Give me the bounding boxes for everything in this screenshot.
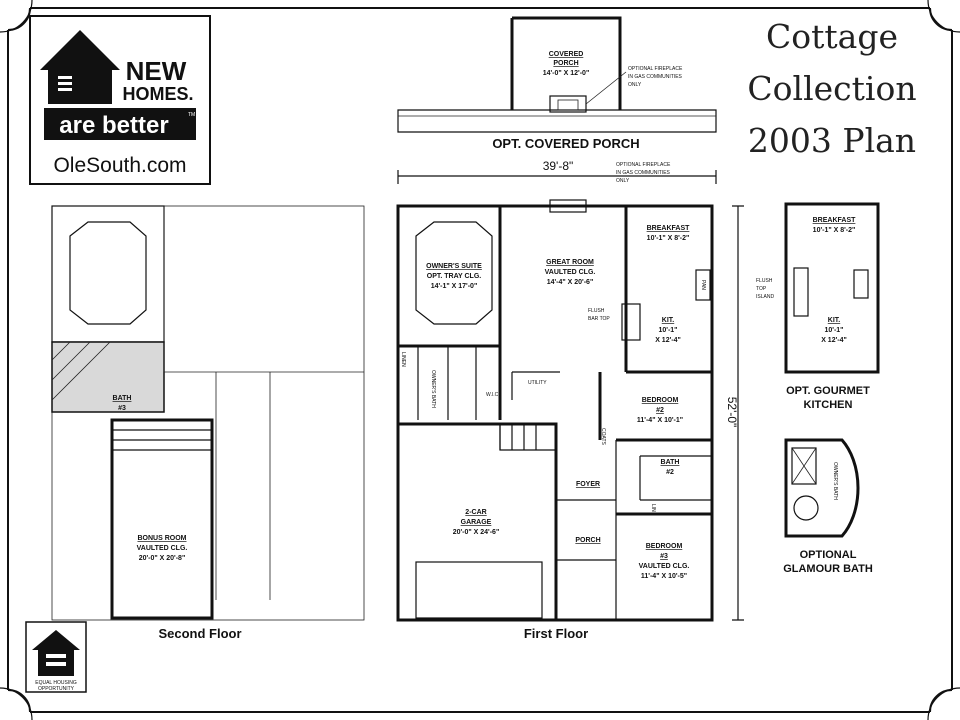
- equal-housing-logo: EQUAL HOUSING OPPORTUNITY: [25, 621, 87, 693]
- bedroom-3-size: 11'-4" X 10'-5": [641, 573, 687, 580]
- gourmet-island-2: TOP: [756, 286, 767, 292]
- breakfast-size: 10'-1" X 8'-2": [647, 235, 690, 242]
- first-floor-plan: OWNER'S SUITE OPT. TRAY CLG. 14'-1" X 17…: [396, 199, 714, 641]
- bath-2-label: BATH: [661, 459, 680, 466]
- owners-bath-label: OWNER'S BATH: [430, 370, 436, 408]
- utility-label: UTILITY: [528, 380, 547, 386]
- porch-label: PORCH: [575, 537, 600, 544]
- covered-porch-label-1: COVERED: [549, 51, 584, 58]
- gourmet-kitchen-label: KIT.: [828, 317, 841, 324]
- main-fireplace-note-1: OPTIONAL FIREPLACE: [616, 162, 671, 168]
- gourmet-kitchen-option: BREAKFAST 10'-1" X 8'-2" KIT. 10'-1" X 1…: [756, 202, 880, 411]
- logo-new-text: NEW: [126, 56, 187, 86]
- bedroom-2-size: 11'-4" X 10'-1": [637, 417, 683, 424]
- second-floor-caption: Second Floor: [158, 626, 241, 641]
- bonus-room-size: 20'-0" X 20'-8": [139, 555, 186, 562]
- pantry-label: PAN: [700, 280, 706, 290]
- plan-title: Cottage Collection 2003 Plan: [747, 17, 916, 160]
- depth-dimension: 52'-0": [725, 205, 744, 621]
- flush-bar-top-1: FLUSH: [588, 308, 605, 314]
- logo-website: OleSouth.com: [53, 154, 186, 177]
- bedroom-2-number: #2: [656, 407, 664, 414]
- width-dimension: 39'-8" OPTIONAL FIREPLACE IN GAS COMMUNI…: [397, 159, 717, 184]
- great-room-note: VAULTED CLG.: [545, 269, 596, 276]
- kitchen-size-2: X 12'-4": [655, 337, 681, 344]
- gourmet-breakfast-label: BREAKFAST: [813, 217, 857, 224]
- gourmet-caption-1: OPT. GOURMET: [786, 385, 870, 397]
- wic-label: W.I.C.: [486, 392, 500, 398]
- linen-label: LINEN: [400, 352, 406, 367]
- breakfast-label: BREAKFAST: [647, 225, 691, 232]
- great-room-label: GREAT ROOM: [546, 259, 594, 266]
- gourmet-kitchen-size-1: 10'-1": [825, 327, 844, 334]
- owners-suite-note: OPT. TRAY CLG.: [427, 273, 482, 280]
- second-floor-plan: BATH #3 BONUS ROOM VAULTED CLG. 20'-0" X…: [51, 205, 365, 641]
- kitchen-label: KIT.: [662, 317, 675, 324]
- logo-tm: TM: [188, 112, 195, 118]
- owners-suite-label: OWNER'S SUITE: [426, 263, 482, 270]
- glamour-owners-bath-label: OWNER'S BATH: [832, 462, 838, 500]
- bonus-room-note: VAULTED CLG.: [137, 545, 188, 552]
- flush-bar-top-2: BAR TOP: [588, 316, 610, 322]
- new-homes-logo: NEW HOMES. are better TM OleSouth.com: [29, 15, 211, 185]
- logo-homes-text: HOMES.: [122, 84, 193, 104]
- gourmet-island-1: FLUSH: [756, 278, 773, 284]
- kitchen-size-1: 10'-1": [659, 327, 678, 334]
- foyer-label: FOYER: [576, 481, 600, 488]
- width-dimension-text: 39'-8": [543, 159, 574, 173]
- main-fireplace-note-3: ONLY: [616, 178, 630, 184]
- garage-size: 20'-0" X 24'-6": [453, 529, 500, 536]
- bedroom-3-label: BEDROOM: [646, 543, 683, 550]
- house-icon: [40, 30, 120, 104]
- title-line-1: Cottage: [766, 17, 898, 56]
- covered-porch-option: COVERED PORCH 14'-0" X 12'-0" OPTIONAL F…: [397, 16, 717, 151]
- covered-porch-size: 14'-0" X 12'-0": [543, 70, 590, 77]
- bath-3-label: BATH: [113, 395, 132, 402]
- title-line-2: Collection: [747, 69, 916, 108]
- garage-label-2: GARAGE: [461, 519, 492, 526]
- title-line-3: 2003 Plan: [748, 121, 916, 160]
- great-room-size: 14'-4" X 20'-6": [547, 279, 594, 286]
- first-floor-caption: First Floor: [524, 626, 588, 641]
- bath-2-number: #2: [666, 469, 674, 476]
- covered-porch-caption: OPT. COVERED PORCH: [492, 136, 639, 151]
- glamour-caption-2: GLAMOUR BATH: [783, 563, 873, 575]
- equal-housing-line-2: OPPORTUNITY: [38, 686, 75, 692]
- logo-tagline: are better: [59, 112, 168, 139]
- bedroom-3-number: #3: [660, 553, 668, 560]
- garage-label-1: 2-CAR: [465, 509, 486, 516]
- gourmet-breakfast-size: 10'-1" X 8'-2": [813, 227, 856, 234]
- lin-label: LIN: [650, 504, 656, 512]
- covered-porch-label-2: PORCH: [553, 60, 578, 67]
- bath-3-number: #3: [118, 405, 126, 412]
- bonus-room-label: BONUS ROOM: [138, 535, 187, 542]
- bedroom-3-note: VAULTED CLG.: [639, 563, 690, 570]
- equal-housing-line-1: EQUAL HOUSING: [35, 680, 77, 686]
- gourmet-island-3: ISLAND: [756, 294, 774, 300]
- porch-fireplace-note-2: IN GAS COMMUNITIES: [628, 74, 683, 80]
- depth-dimension-text: 52'-0": [725, 397, 739, 428]
- gourmet-kitchen-size-2: X 12'-4": [821, 337, 847, 344]
- bedroom-2-label: BEDROOM: [642, 397, 679, 404]
- owners-suite-size: 14'-1" X 17'-0": [431, 283, 478, 290]
- glamour-caption-1: OPTIONAL: [800, 549, 857, 561]
- main-fireplace-note-2: IN GAS COMMUNITIES: [616, 170, 671, 176]
- coats-label: COATS: [600, 428, 606, 446]
- porch-fireplace-note-1: OPTIONAL FIREPLACE: [628, 66, 683, 72]
- gourmet-caption-2: KITCHEN: [804, 399, 853, 411]
- porch-fireplace-note-3: ONLY: [628, 82, 642, 88]
- glamour-bath-option: OWNER'S BATH OPTIONAL GLAMOUR BATH: [783, 438, 873, 575]
- equal-housing-house-icon: [32, 630, 80, 676]
